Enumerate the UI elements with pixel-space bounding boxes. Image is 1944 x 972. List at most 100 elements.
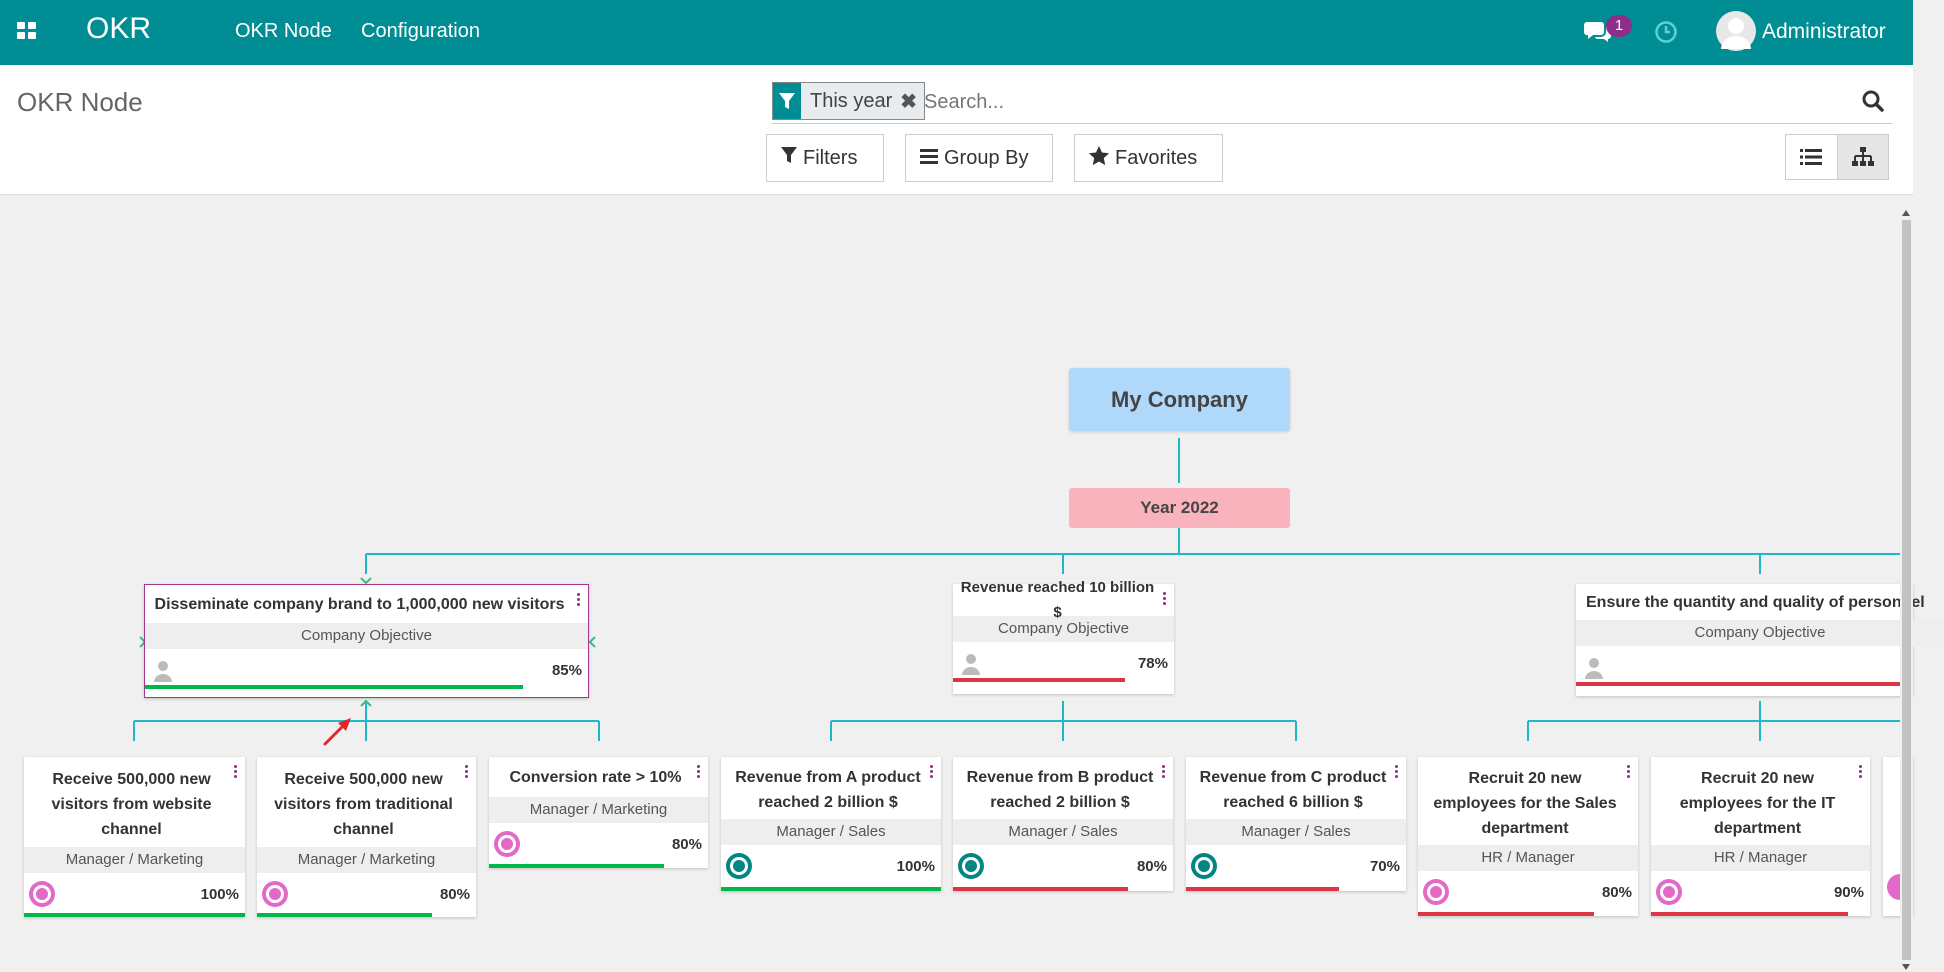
key-result-title: Recruit 20 new employees for the IT depa… [1679,769,1836,837]
menu-configuration[interactable]: Configuration [361,20,480,42]
progress-bar [1576,682,1913,686]
key-result-category: Manager / Sales [1186,819,1406,845]
bars-icon [920,147,938,170]
progress-percent: 80% [1601,884,1632,901]
key-result-title: Receive 500,000 new visitors from websit… [51,770,212,838]
key-result-card[interactable]: Receive 500,000 new visitors from tradit… [257,757,476,917]
apps-menu-icon[interactable] [17,22,37,40]
top-navbar: OKR OKR Node Configuration 1 Administrat… [0,0,1913,65]
progress-bar [489,864,664,868]
search-input[interactable] [924,87,1804,117]
key-result-card[interactable]: Conversion rate > 10% Manager / Marketin… [489,757,708,868]
progress-bar [1186,887,1339,891]
connector-lines [133,438,1913,741]
kebab-menu-icon[interactable] [1627,765,1631,780]
avatar-user-icon [29,881,55,907]
key-result-category: Manager / Sales [721,819,941,845]
group-by-label: Group By [944,146,1029,169]
progress-percent: 100% [200,886,239,903]
message-count-badge: 1 [1606,15,1632,37]
list-icon [1800,149,1823,165]
objective-title: Disseminate company brand to 1,000,000 n… [154,595,565,613]
key-result-title: Revenue from C product reached 6 billion… [1199,769,1387,811]
progress-bar [24,913,245,917]
user-avatar[interactable] [1716,11,1756,51]
org-chart-canvas: My Company Year 2022 Disseminate company… [0,196,1944,972]
progress-bar [721,887,941,891]
objective-card[interactable]: Revenue reached 10 billion $ Company Obj… [953,579,1174,694]
page-title: OKR Node [17,87,143,117]
key-result-title: Revenue from A product reached 2 billion… [735,769,921,811]
key-result-card[interactable]: Receive 500,000 new visitors from websit… [24,757,245,917]
key-result-category: Manager / Marketing [24,847,245,873]
progress-bar [1418,912,1594,916]
key-result-title: Recruit 20 new employees for the Sales d… [1433,769,1617,837]
facet-label: This year [810,89,893,112]
progress-bar [953,887,1128,891]
progress-bar [1651,912,1848,916]
scroll-thumb[interactable] [1902,220,1911,960]
facet-remove-icon[interactable]: ✖ [900,90,918,113]
view-switcher [1785,134,1889,180]
activity-clock-icon[interactable] [1654,20,1678,44]
key-result-card[interactable]: Revenue from C product reached 6 billion… [1186,757,1406,891]
hierarchy-view-button[interactable] [1836,135,1888,179]
list-view-button[interactable] [1786,135,1837,179]
key-result-card[interactable]: Revenue from A product reached 2 billion… [721,757,941,891]
objective-title: Ensure the quantity and quality of perso… [1586,593,1925,611]
objective-card[interactable]: Ensure the quantity and quality of perso… [1576,584,1944,696]
key-result-category: Manager / Marketing [257,847,476,873]
progress-percent: 85% [551,662,582,679]
avatar-user-icon [494,831,520,857]
key-result-category: Manager / Sales [953,819,1173,845]
avatar-user-icon [1656,879,1682,905]
vertical-scrollbar[interactable] [1900,210,1913,972]
kebab-menu-icon[interactable] [1859,765,1863,780]
key-result-card[interactable]: Recruit 20 new employees for the Sales d… [1418,757,1638,916]
user-name[interactable]: Administrator [1762,20,1886,43]
group-by-button[interactable]: Group By [905,134,1053,182]
kebab-menu-icon[interactable] [465,765,469,780]
avatar-user-icon [1423,879,1449,905]
kebab-menu-icon[interactable] [697,765,701,780]
kebab-menu-icon[interactable] [930,765,934,780]
kebab-menu-icon[interactable] [1162,765,1166,780]
progress-percent: 78% [1137,655,1168,672]
kebab-menu-icon[interactable] [1163,592,1167,607]
favorites-label: Favorites [1115,146,1198,169]
key-result-category: HR / Manager [1418,845,1638,871]
period-node-year[interactable]: Year 2022 [1069,488,1290,528]
search-bar: This year ✖ [772,82,1892,124]
kebab-menu-icon[interactable] [577,593,581,608]
progress-percent: 100% [896,858,935,875]
filter-icon [773,83,801,119]
objective-category: Company Objective [1576,620,1944,646]
progress-percent: 80% [671,836,702,853]
key-result-card[interactable]: Revenue from B product reached 2 billion… [953,757,1173,891]
scroll-up-icon[interactable] [1902,210,1910,216]
search-icon[interactable] [1860,88,1888,116]
scroll-down-icon[interactable] [1902,964,1910,970]
avatar-user-icon [726,853,752,879]
root-node-company[interactable]: My Company [1069,368,1290,431]
progress-percent: 80% [439,886,470,903]
filters-button[interactable]: Filters [766,134,884,182]
progress-percent: 80% [1136,858,1167,875]
key-result-category: HR / Manager [1651,845,1870,871]
objective-title: Revenue reached 10 billion $ [960,579,1155,621]
objective-card[interactable]: Disseminate company brand to 1,000,000 n… [144,584,589,698]
menu-okr-node[interactable]: OKR Node [235,20,332,42]
avatar-user-icon [958,853,984,879]
kebab-menu-icon[interactable] [1395,765,1399,780]
control-panel: OKR Node This year ✖ Filters Group By Fa… [0,65,1913,195]
avatar-placeholder-icon [958,650,984,676]
progress-bar [953,678,1125,682]
favorites-button[interactable]: Favorites [1074,134,1223,182]
avatar-placeholder-icon [150,657,176,683]
progress-percent: 90% [1833,884,1864,901]
filter-icon [781,146,797,170]
key-result-card[interactable]: Recruit 20 new employees for the IT depa… [1651,757,1870,916]
app-brand[interactable]: OKR [86,12,152,45]
kebab-menu-icon[interactable] [234,765,238,780]
progress-bar [145,685,523,689]
